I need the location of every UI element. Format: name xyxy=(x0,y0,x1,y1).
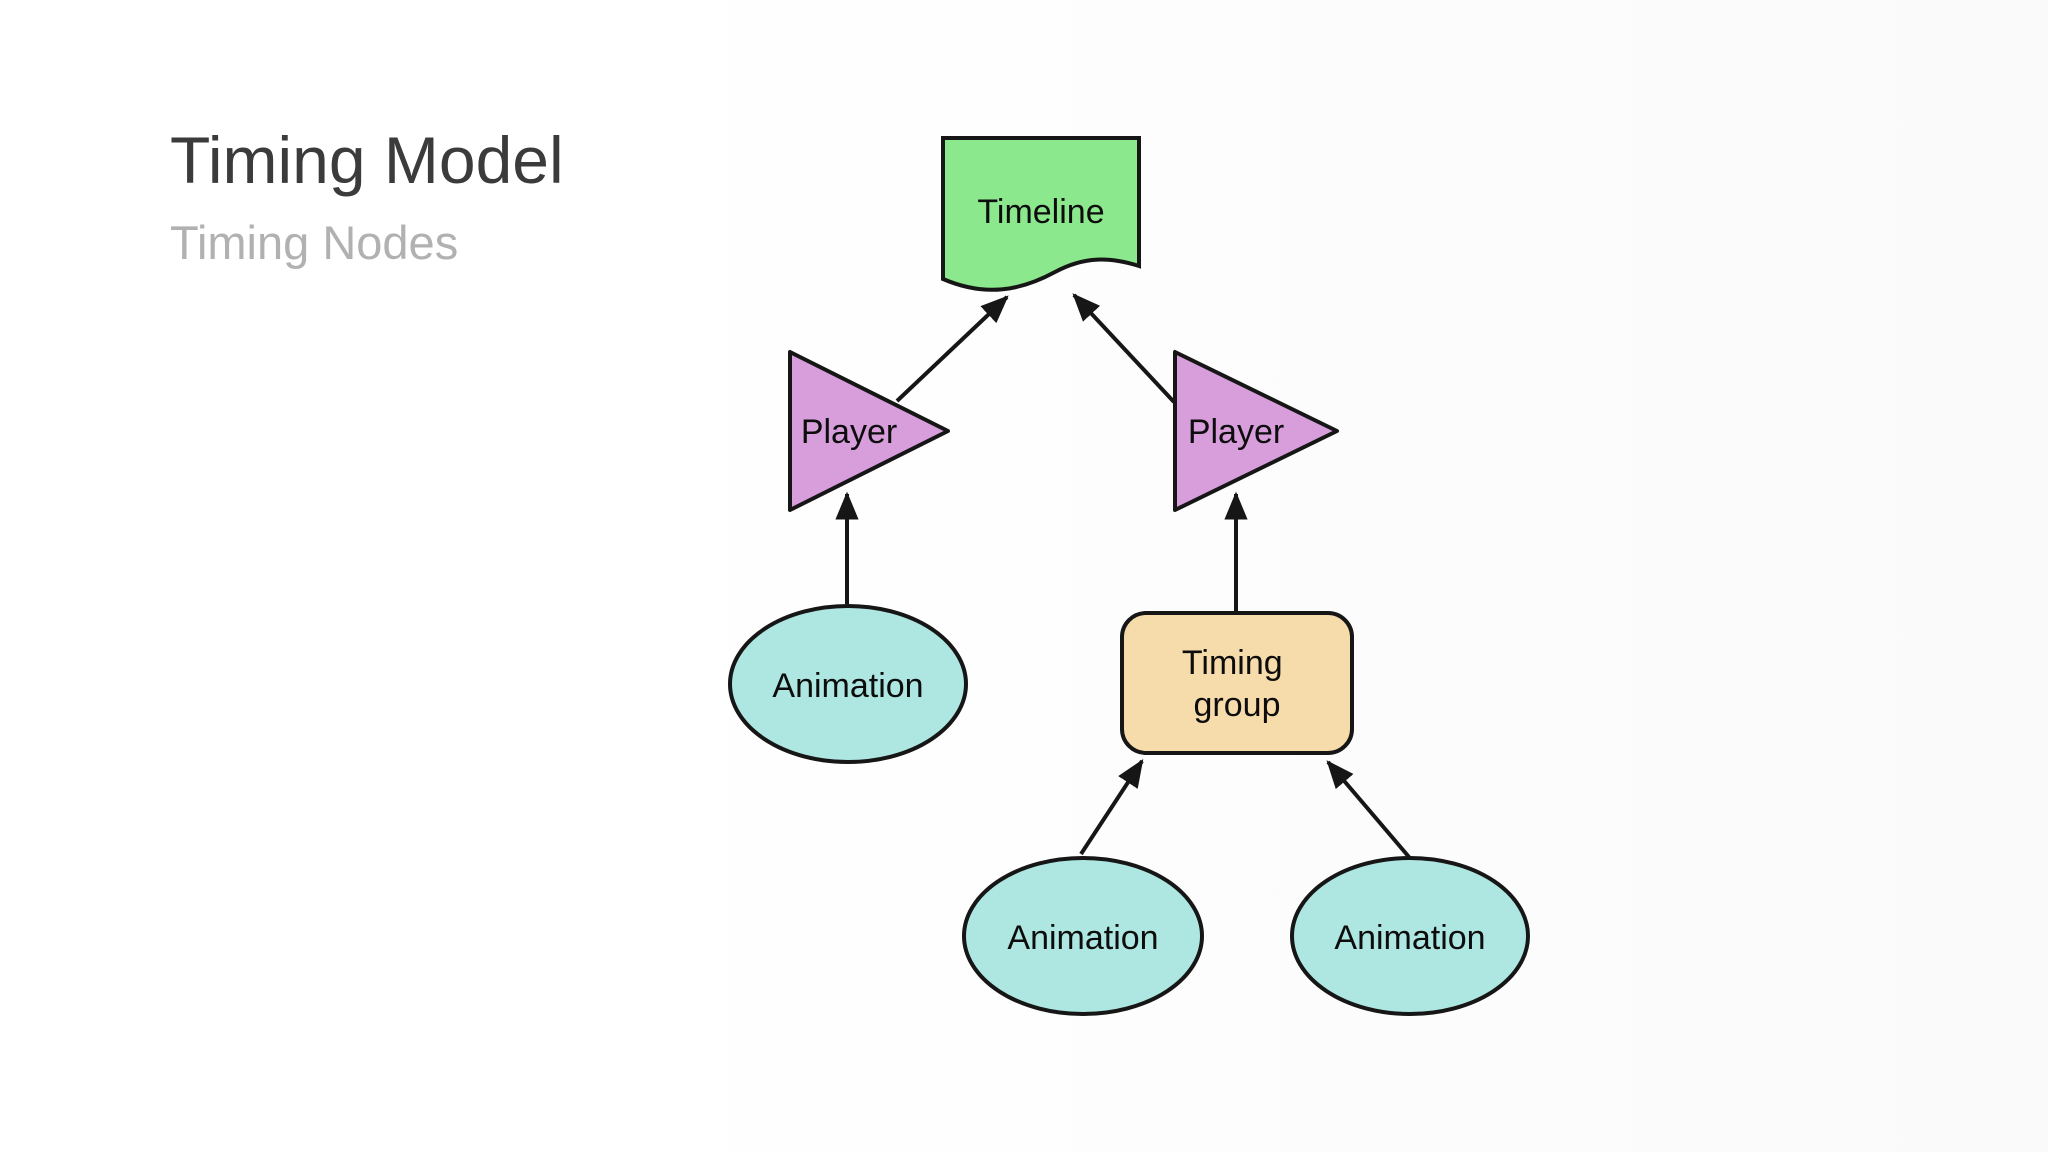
animation-bottom-left-label: Animation xyxy=(1007,919,1158,957)
node-animation-left: Animation xyxy=(728,604,968,764)
timing-group-rect-shape xyxy=(1120,611,1354,755)
animation-left-ellipse-shape xyxy=(728,604,968,764)
animation-bottom-right-ellipse-shape xyxy=(1290,856,1530,1016)
player-right-triangle-shape xyxy=(1173,350,1339,512)
player-right-label: Player xyxy=(1188,413,1284,451)
node-timeline: Timeline xyxy=(941,136,1141,292)
player-left-label: Player xyxy=(801,413,897,451)
animation-left-label: Animation xyxy=(772,667,923,705)
node-player-left: Player xyxy=(788,350,950,512)
animation-bottom-left-ellipse-shape xyxy=(962,856,1204,1016)
page-title: Timing Model xyxy=(170,123,564,197)
timeline-document-shape xyxy=(941,136,1141,292)
node-timing-group: Timing group xyxy=(1120,611,1354,755)
node-animation-bottom-left: Animation xyxy=(962,856,1204,1016)
node-animation-bottom-right: Animation xyxy=(1290,856,1530,1016)
node-player-right: Player xyxy=(1173,350,1339,512)
edge-player-left-to-timeline xyxy=(895,295,1009,403)
timing-group-label: Timing group xyxy=(1182,633,1292,724)
edge-player-right-to-timeline xyxy=(1072,293,1176,404)
title-block: Timing Model Timing Nodes xyxy=(170,123,564,270)
edge-animation-bottom-left-to-timing-group xyxy=(1079,759,1144,856)
diagram-edges xyxy=(835,293,1411,859)
player-left-triangle-shape xyxy=(788,350,950,512)
page-subtitle: Timing Nodes xyxy=(170,216,459,270)
timeline-label: Timeline xyxy=(977,193,1104,231)
animation-bottom-right-label: Animation xyxy=(1334,919,1485,957)
edge-animation-bottom-right-to-timing-group xyxy=(1326,760,1411,859)
